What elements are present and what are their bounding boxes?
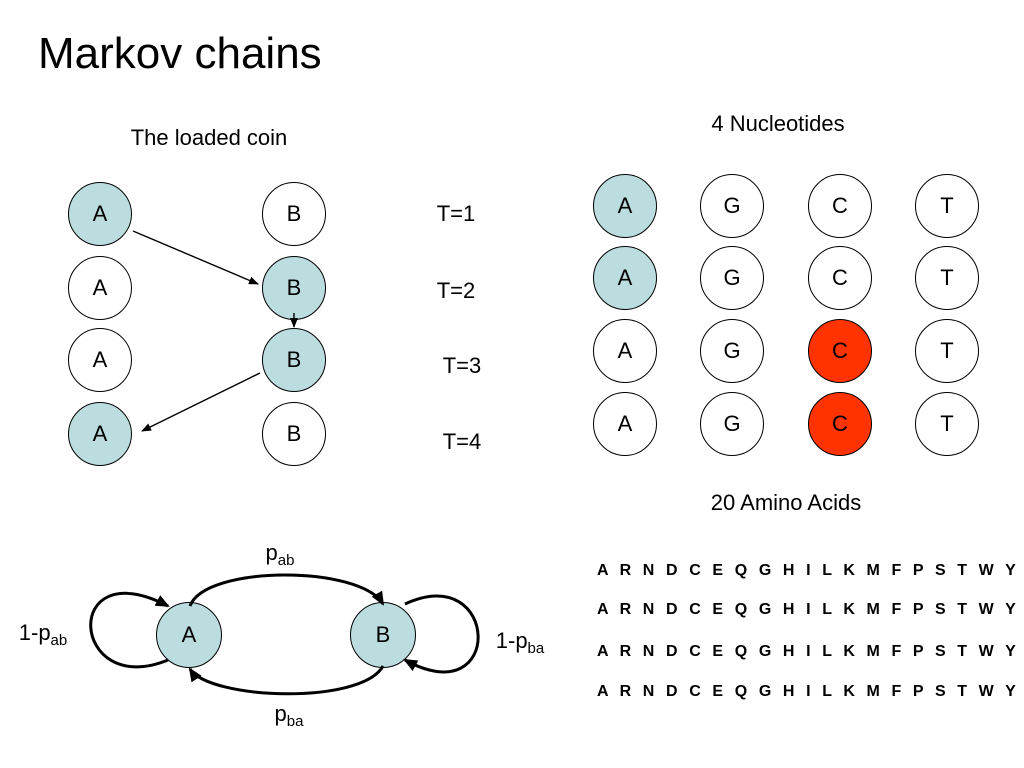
nucleotide-c-row1: C xyxy=(808,174,872,238)
time-label-t3: T=3 xyxy=(442,353,482,378)
coin-transition-t1-t2 xyxy=(132,230,259,285)
edge-b-to-a xyxy=(188,665,385,696)
time-label-t1: T=1 xyxy=(436,201,476,226)
nucleotide-a-row4: A xyxy=(593,392,657,456)
nucleotide-a-row2: A xyxy=(593,246,657,310)
amino-acid-row-4: A R N D C E Q G H I L K M F P S T W Y V xyxy=(597,683,1024,700)
self-loop-label-a: 1-pab xyxy=(18,620,68,649)
coin-state-b-t3: B xyxy=(262,328,326,392)
coin-state-b-t2: B xyxy=(262,256,326,320)
edge-a-to-b xyxy=(188,573,385,607)
amino-acid-row-1: A R N D C E Q G H I L K M F P S T W Y V xyxy=(597,562,1024,579)
nucleotides-heading: 4 Nucleotides xyxy=(711,111,845,136)
nucleotide-a-row3: A xyxy=(593,319,657,383)
state-node-a: A xyxy=(156,602,222,668)
nucleotide-g-row2: G xyxy=(700,246,764,310)
nucleotide-c-row4: C xyxy=(808,392,872,456)
coin-state-a-t4: A xyxy=(68,402,132,466)
nucleotide-c-row2: C xyxy=(808,246,872,310)
nucleotide-g-row4: G xyxy=(700,392,764,456)
nucleotide-g-row3: G xyxy=(700,319,764,383)
transition-label-p-ba: pba xyxy=(274,701,304,730)
self-loop-label-b: 1-pba xyxy=(495,628,545,657)
nucleotide-g-row1: G xyxy=(700,174,764,238)
amino-acid-row-2: A R N D C E Q G H I L K M F P S T W Y V xyxy=(597,601,1024,618)
nucleotide-t-row2: T xyxy=(915,246,979,310)
state-node-b: B xyxy=(350,602,416,668)
coin-state-a-t3: A xyxy=(68,328,132,392)
nucleotide-c-row3: C xyxy=(808,319,872,383)
nucleotide-t-row4: T xyxy=(915,392,979,456)
amino-acids-heading: 20 Amino Acids xyxy=(710,490,862,515)
nucleotide-t-row3: T xyxy=(915,319,979,383)
nucleotide-t-row1: T xyxy=(915,174,979,238)
nucleotide-a-row1: A xyxy=(593,174,657,238)
coin-state-a-t2: A xyxy=(68,256,132,320)
transition-label-p-ab: pab xyxy=(265,540,295,569)
coin-state-a-t1: A xyxy=(68,182,132,246)
time-label-t2: T=2 xyxy=(436,278,476,303)
coin-state-b-t4: B xyxy=(262,402,326,466)
page-title: Markov chains xyxy=(38,29,322,78)
loaded-coin-heading: The loaded coin xyxy=(130,125,288,150)
time-label-t4: T=4 xyxy=(442,429,482,454)
coin-transition-t3-t4 xyxy=(141,372,261,432)
amino-acid-row-3: A R N D C E Q G H I L K M F P S T W Y V xyxy=(597,643,1024,660)
coin-state-b-t1: B xyxy=(262,182,326,246)
